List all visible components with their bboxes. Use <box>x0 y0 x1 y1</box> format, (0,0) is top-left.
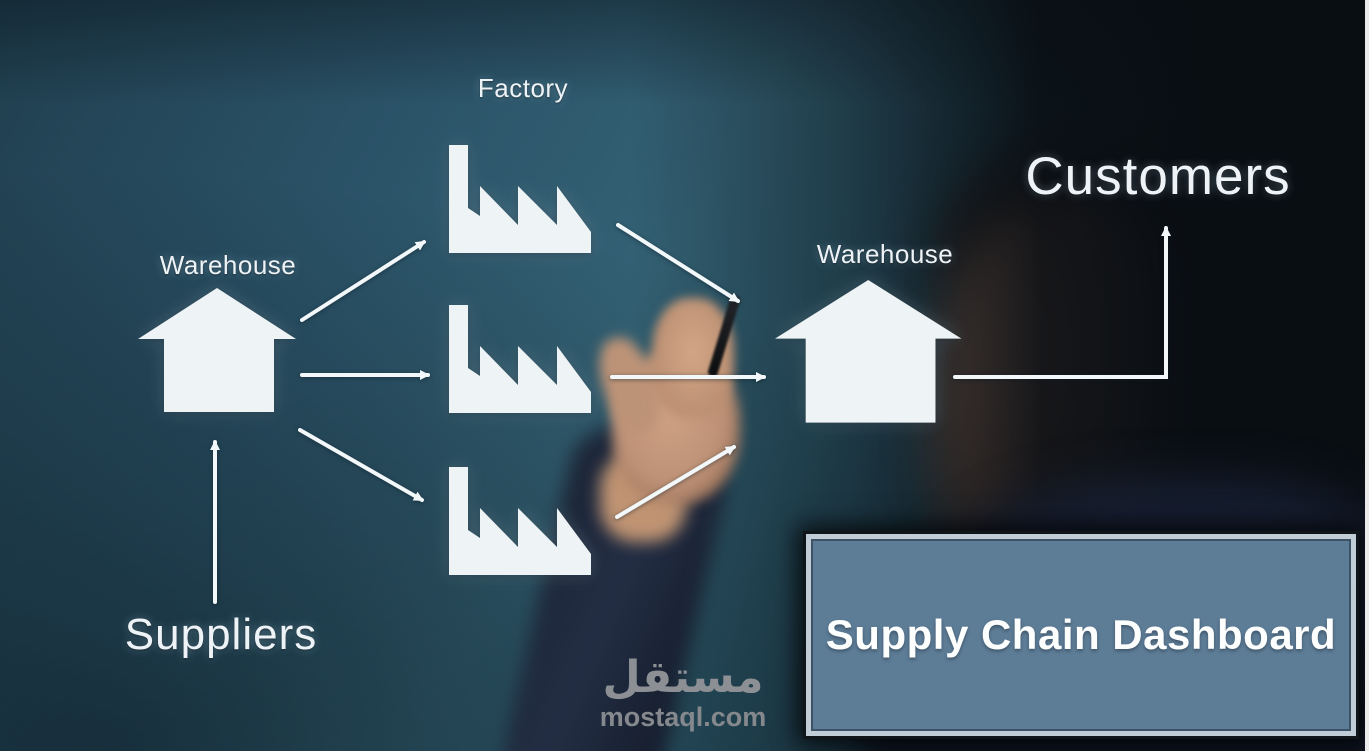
watermark-domain: mostaql.com <box>599 702 767 732</box>
flow-arrow-icon <box>616 223 740 303</box>
warehouse-right-label: Warehouse <box>816 239 954 269</box>
flow-arrow-icon <box>298 428 424 502</box>
suppliers-label: Suppliers <box>124 610 318 659</box>
warehouse-icon <box>138 288 296 412</box>
factory-label: Factory <box>477 73 569 103</box>
title-banner: Supply Chain Dashboard <box>803 531 1359 739</box>
watermark-arabic-logo: مستقل <box>602 652 764 703</box>
flow-arrow-icon <box>953 226 1171 379</box>
factory-icon <box>449 305 591 413</box>
warehouse-left-label: Warehouse <box>159 250 297 280</box>
factory-icon <box>449 145 591 253</box>
title-banner-text: Supply Chain Dashboard <box>825 611 1337 658</box>
watermark: مستقل mostaql.com <box>588 656 778 731</box>
flow-arrow-icon <box>615 445 736 519</box>
warehouse-icon <box>775 280 962 423</box>
title-banner-frame: Supply Chain Dashboard <box>806 534 1356 736</box>
customers-label: Customers <box>1025 147 1291 206</box>
factory-icon <box>449 467 591 575</box>
screenshot-right-edge <box>1365 0 1369 751</box>
flow-arrow-icon <box>300 240 426 322</box>
